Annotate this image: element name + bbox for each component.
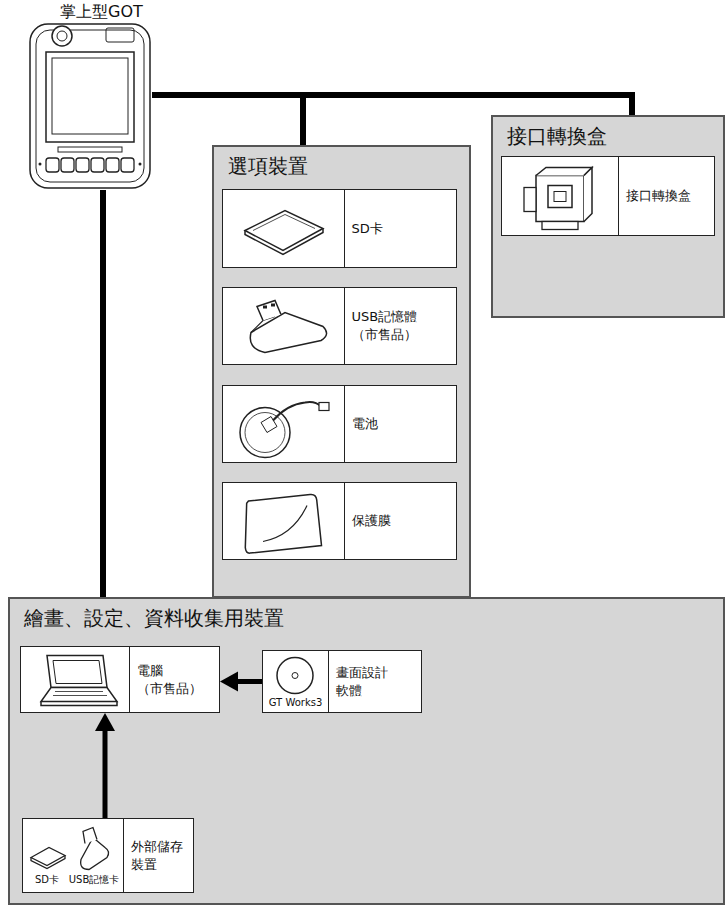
device-box: 保護膜 [222,482,457,560]
device-icon [223,386,344,462]
text-cell: USB記憶體 （市售品） [346,288,457,364]
panel-fill [491,115,725,318]
icon-caption: GT Works3 [263,697,328,708]
connector [152,95,303,145]
device-box: USB記憶體 （市售品） [222,287,457,365]
connector-line [100,190,106,597]
connector [152,95,632,115]
device-box: 電池 [222,385,457,463]
connector [220,672,262,692]
text-cell: 電腦 （市售品） [131,647,220,712]
icon-cell [223,483,345,559]
device-icon [502,157,618,235]
text-cell: 外部儲存 裝置 [125,819,194,892]
panel-title: 繪畫、設定、資料收集用裝置 [24,605,284,632]
device-label: 外部儲存 裝置 [131,838,188,873]
panel-fill [8,597,725,905]
panel-title: 接口轉換盒 [507,123,607,150]
device-label: SD卡 [352,220,383,238]
panel-fill [212,145,471,598]
icon-cell [502,157,619,235]
device-icon [223,190,344,267]
device-label: 電池 [352,415,378,433]
device-box: SD卡 [222,189,457,268]
device-label: 電腦 （市售品） [137,662,214,697]
icon-cell [223,386,345,462]
device-icon [223,288,344,364]
device-box: GT Works3 畫面設計 軟體 [262,650,422,713]
connector-line [238,679,262,684]
connector [103,190,104,597]
device-box: 接口轉換盒 [501,156,715,236]
handheld-got: 掌上型GOT [28,0,152,190]
device-title: 掌上型GOT [60,2,143,23]
connector-line [103,731,108,818]
text-cell: 保護膜 [346,483,457,559]
device-label: 保護膜 [352,512,391,530]
text-cell: 電池 [346,386,457,462]
group-panel: 接口轉換盒接口轉換盒 [491,115,725,318]
connector [95,713,115,818]
device-icon [223,483,344,559]
arrowhead [95,713,115,731]
device-icon [21,647,129,712]
connector-line [152,95,632,115]
icon-cell [21,647,130,712]
arrowhead [220,672,238,692]
handheld-illustration [28,22,152,190]
icon-cell: SD卡USB記憶卡 [23,819,124,892]
text-cell: SD卡 [346,190,457,267]
icon-caption: SD卡 [23,873,71,887]
icon-cell [223,190,345,267]
panel-title: 選項裝置 [228,153,308,180]
text-cell: 畫面設計 軟體 [330,651,422,712]
device-label: 畫面設計 軟體 [336,664,416,699]
icon-caption: USB記憶卡 [65,873,123,887]
device-box: 電腦 （市售品） [20,646,220,713]
icon-cell: GT Works3 [263,651,329,712]
group-panel: 選項裝置 SD卡 USB記憶體 （市售品） 電池保護膜 [212,145,471,598]
device-label: 接口轉換盒 [626,187,691,205]
device-box: SD卡USB記憶卡外部儲存 裝置 [22,818,194,893]
connector-line [152,95,303,145]
group-panel: 繪畫、設定、資料收集用裝置電腦 （市售品） GT Works3 畫面設計 軟體 SD卡… [8,597,725,905]
icon-cell [223,288,345,364]
text-cell: 接口轉換盒 [620,157,715,235]
device-label: USB記憶體 （市售品） [352,308,451,343]
